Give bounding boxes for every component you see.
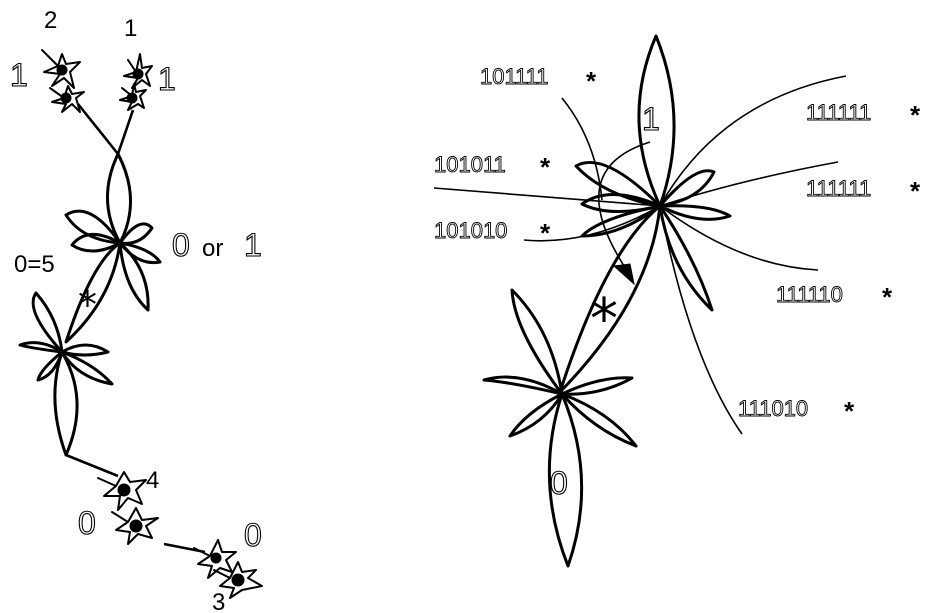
stem-lower [65,453,119,478]
label-top-left-2: 2 [44,7,57,34]
code-list-right: 111111 * 111111 * 111110 * 111010 * [738,100,921,426]
curve-101111 [561,97,603,201]
code-101011-mark: * [540,152,551,182]
code-111111-top-mark: * [910,100,921,130]
hollow-label-lower-0: 0 [550,465,568,501]
big-asterisk-center: * [590,287,618,352]
label-bottom-4: 4 [146,467,159,494]
code-101010: 101010 [434,218,507,243]
curve-111111-top [659,75,847,207]
code-111111-mid-mark: * [910,176,921,206]
curve-111010 [659,205,743,435]
stem-top-right [116,109,135,155]
hollow-label-mid-1: 1 [244,227,262,263]
code-list-left: 101111 * 101011 * 101010 * [434,64,597,248]
label-zero-eq-five: 0=5 [14,251,55,278]
small-flowers-bottom-middle [97,471,159,545]
right-diagram: 1 0 * 101111 * 101011 * 101010 * 111111 … [433,34,921,568]
hollow-label-top-left: 1 [10,57,28,93]
hollow-label-upper-1: 1 [642,101,660,137]
hollow-label-bottom-right: 0 [244,517,262,553]
small-flowers-bottom-right [193,539,263,599]
flower-upper-left [64,152,162,344]
label-top-right-1: 1 [124,15,137,42]
code-111010: 111010 [738,396,808,421]
flower-lower-right [482,288,638,568]
small-flowers-top-left [41,49,85,113]
left-diagram: 2 1 1 1 0 or 1 0=5 * 4 0 0 3 [9,7,263,613]
flower-lower-left [18,291,114,457]
code-101011: 101011 [434,152,506,177]
stem-top-left [76,103,120,155]
hollow-label-top-right: 1 [158,61,176,97]
curve-111110 [659,205,819,271]
arrow-head [612,263,635,286]
label-bottom-3: 3 [212,589,225,613]
label-mid-or: or [202,235,223,262]
code-111111-mid: 111111 [806,176,871,201]
curve-101011 [433,187,661,207]
code-111111-top: 111111 [806,100,871,125]
small-flowers-top-right [119,53,153,111]
hollow-label-bottom-left: 0 [78,505,96,541]
thin-asterisk-left: * [78,283,97,327]
hollow-label-mid-0: 0 [172,227,190,263]
arrow-curve [597,141,651,273]
code-111010-mark: * [844,396,855,426]
code-101111-mark: * [586,66,597,96]
code-111110: 111110 [776,282,843,307]
code-101111: 101111 [480,64,549,89]
code-101010-mark: * [540,218,551,248]
code-111110-mark: * [882,282,893,312]
